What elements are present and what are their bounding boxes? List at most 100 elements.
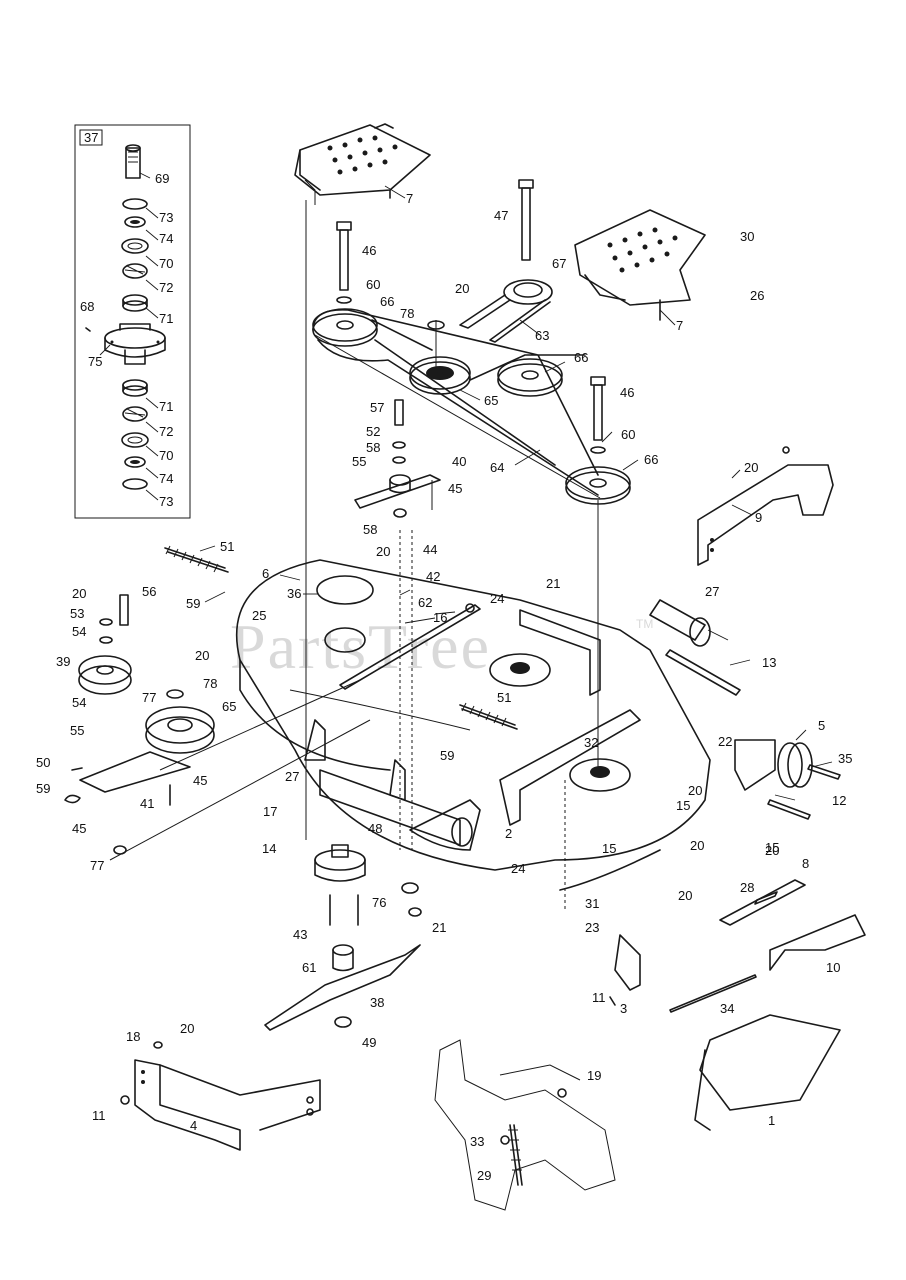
- callout-20e: 20: [744, 460, 758, 475]
- callout-71b: 71: [159, 399, 173, 414]
- callout-11a: 11: [92, 1108, 106, 1123]
- callout-59a: 59: [186, 596, 200, 611]
- bolts: [336, 179, 606, 454]
- callout-6: 6: [262, 566, 269, 581]
- callout-54b: 54: [72, 695, 86, 710]
- callout-20a: 20: [455, 281, 469, 296]
- callout-41: 41: [140, 796, 154, 811]
- gauge-wheel: [734, 739, 841, 820]
- callout-2: 2: [505, 826, 512, 841]
- callout-58b: 58: [363, 522, 377, 537]
- callout-32: 32: [584, 735, 598, 750]
- spindle-and-blade: [264, 844, 422, 1031]
- callout-28: 28: [740, 880, 754, 895]
- callout-66a: 66: [380, 294, 394, 309]
- idler-arm: [354, 399, 441, 518]
- callout-77b: 77: [90, 858, 104, 873]
- callout-20f: 20: [688, 783, 702, 798]
- mower-deck: [235, 559, 711, 891]
- callout-57: 57: [370, 400, 384, 415]
- callout-20h: 20: [690, 838, 704, 853]
- callout-20i: 20: [678, 888, 692, 903]
- callout-46a: 46: [362, 243, 376, 258]
- callout-leaders: [99, 172, 833, 801]
- callout-29: 29: [477, 1168, 491, 1183]
- callout-60b: 60: [621, 427, 635, 442]
- right-side-parts: [609, 879, 866, 1131]
- callout-12: 12: [832, 793, 846, 808]
- callout-65a: 65: [484, 393, 498, 408]
- callout-74b: 74: [159, 471, 173, 486]
- callout-68: 68: [80, 299, 94, 314]
- deck-shield-left: [294, 123, 431, 205]
- callout-25: 25: [252, 608, 266, 623]
- left-pulley-assembly: [64, 594, 215, 855]
- callout-31: 31: [585, 896, 599, 911]
- callout-58a: 58: [366, 440, 380, 455]
- callout-51b: 51: [497, 690, 511, 705]
- callout-62: 62: [418, 595, 432, 610]
- callout-20c: 20: [72, 586, 86, 601]
- callout-55b: 55: [70, 723, 84, 738]
- alignment-lines: [109, 200, 599, 910]
- rollers: [319, 599, 741, 847]
- callout-45a: 45: [448, 481, 462, 496]
- callout-30: 30: [740, 229, 754, 244]
- inset-label: 37: [84, 130, 98, 145]
- callout-59c: 59: [36, 781, 50, 796]
- watermark: PartsTree: [230, 611, 491, 682]
- callout-44: 44: [423, 542, 437, 557]
- deck-shield-right: [574, 209, 706, 321]
- callout-24b: 24: [511, 861, 525, 876]
- callout-73b: 73: [159, 494, 173, 509]
- callout-77a: 77: [142, 690, 156, 705]
- callout-11b: 11: [592, 990, 606, 1005]
- callout-50: 50: [36, 755, 50, 770]
- callout-70b: 70: [159, 448, 173, 463]
- callout-75: 75: [88, 354, 102, 369]
- callout-7a: 7: [406, 191, 413, 206]
- callout-27a: 27: [705, 584, 719, 599]
- belt-and-pulleys: [312, 279, 631, 505]
- callout-56: 56: [142, 584, 156, 599]
- callout-34: 34: [720, 1001, 734, 1016]
- callout-69: 69: [155, 171, 169, 186]
- callout-45c: 45: [72, 821, 86, 836]
- callout-15a: 15: [676, 798, 690, 813]
- callout-42: 42: [426, 569, 440, 584]
- callout-78b: 78: [203, 676, 217, 691]
- callout-15c: 15: [602, 841, 616, 856]
- callout-45b: 45: [193, 773, 207, 788]
- callout-21b: 21: [432, 920, 446, 935]
- callout-4: 4: [190, 1118, 197, 1133]
- watermark-trademark: TM: [636, 617, 653, 631]
- spindle-inset: 37: [74, 124, 191, 519]
- callout-27b: 27: [285, 769, 299, 784]
- callout-3: 3: [620, 1001, 627, 1016]
- callout-15b: 15: [765, 840, 779, 855]
- callout-76: 76: [372, 895, 386, 910]
- callout-19: 19: [587, 1068, 601, 1083]
- springs: [164, 545, 778, 1186]
- callout-20d: 20: [195, 648, 209, 663]
- callout-61: 61: [302, 960, 316, 975]
- callout-38: 38: [370, 995, 384, 1010]
- callout-21a: 21: [546, 576, 560, 591]
- callout-48: 48: [368, 821, 382, 836]
- callout-33: 33: [470, 1134, 484, 1149]
- callout-59b: 59: [440, 748, 454, 763]
- callout-65b: 65: [222, 699, 236, 714]
- callout-5: 5: [818, 718, 825, 733]
- callout-40: 40: [452, 454, 466, 469]
- callout-52: 52: [366, 424, 380, 439]
- callout-72a: 72: [159, 280, 173, 295]
- callout-7b: 7: [676, 318, 683, 333]
- callout-67: 67: [552, 256, 566, 271]
- callout-26: 26: [750, 288, 764, 303]
- callout-66c: 66: [644, 452, 658, 467]
- callout-73a: 73: [159, 210, 173, 225]
- callout-8: 8: [802, 856, 809, 871]
- front-bracket: [120, 1041, 321, 1151]
- callout-47: 47: [494, 208, 508, 223]
